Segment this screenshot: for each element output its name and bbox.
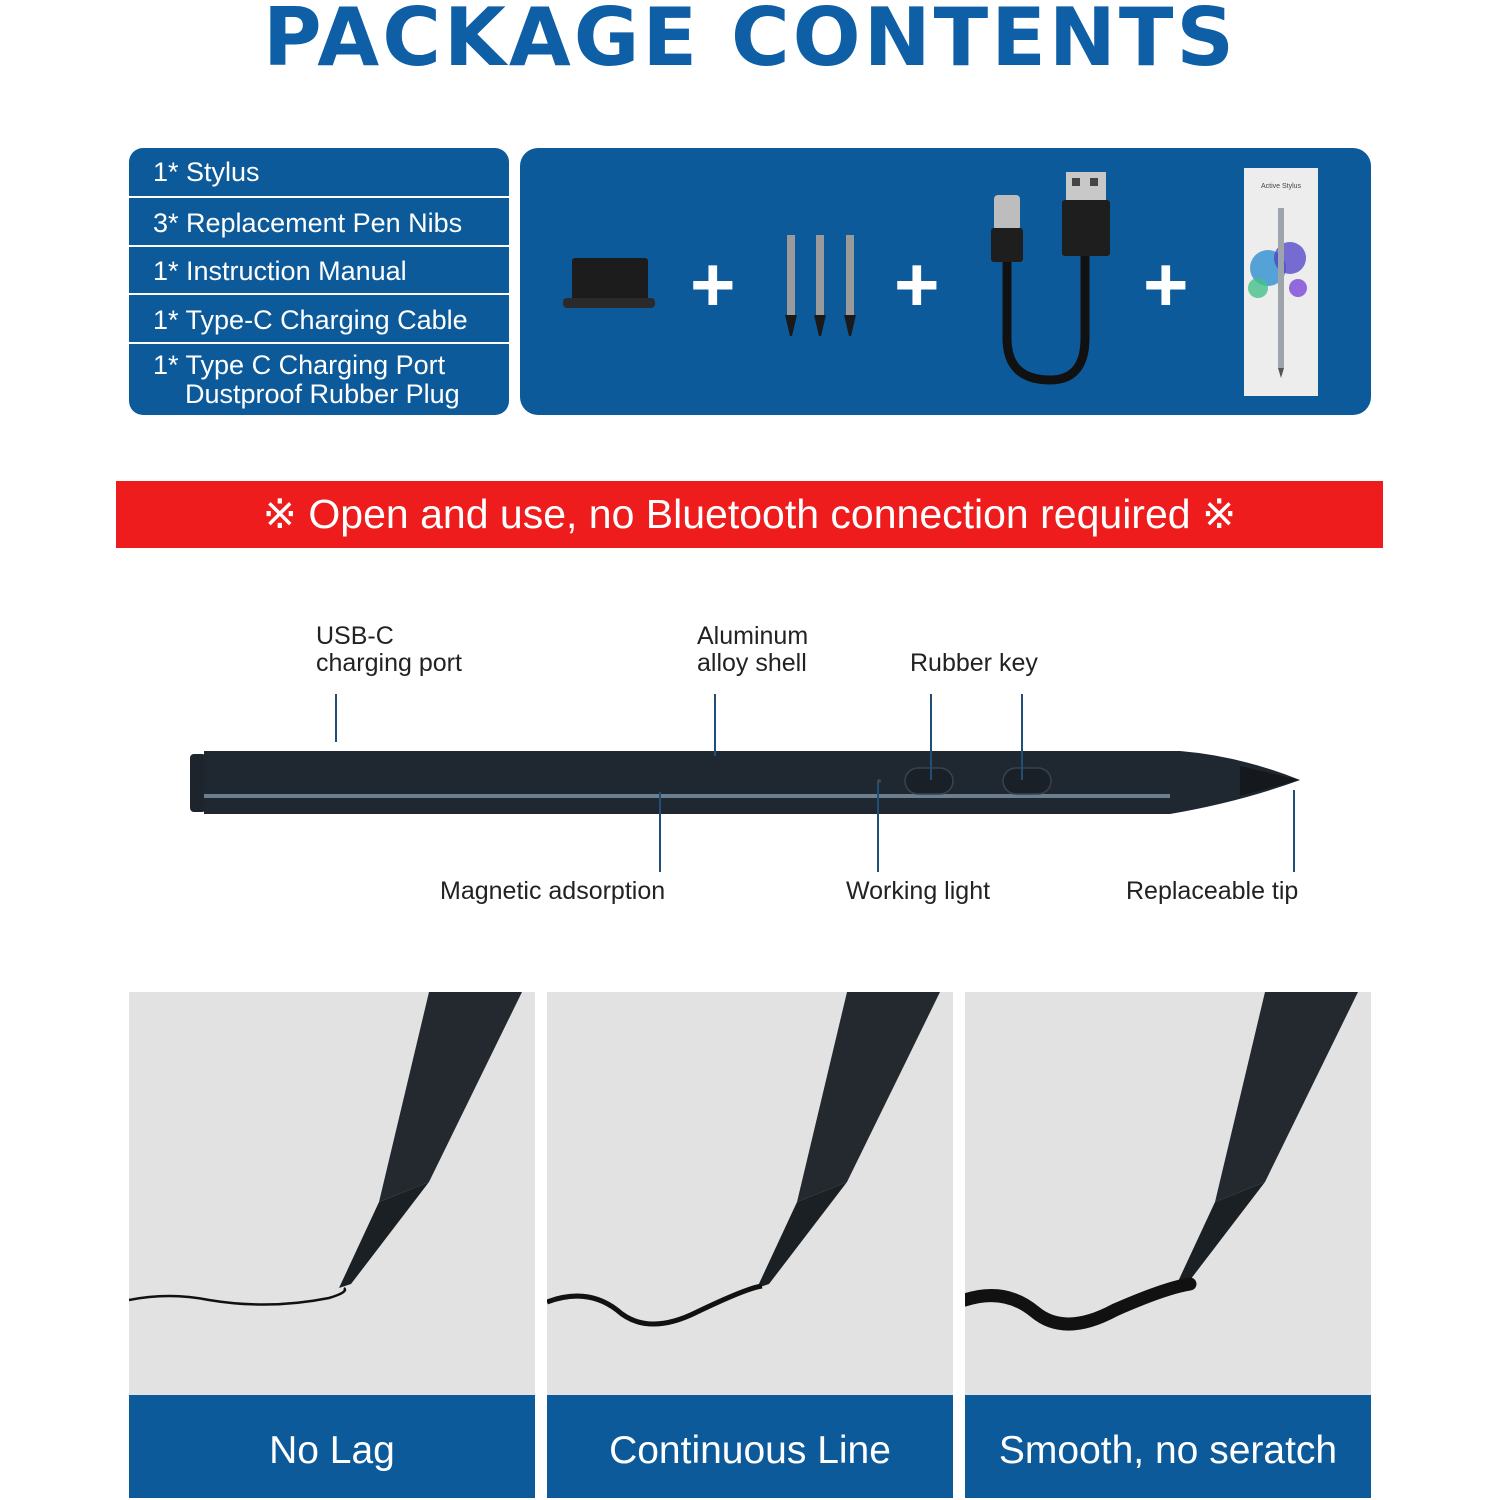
feature-card-no-lag: No Lag xyxy=(129,992,535,1498)
callout-working-light: Working light xyxy=(846,877,991,905)
feature-caption: Smooth, no seratch xyxy=(965,1395,1371,1498)
plus-sign: + xyxy=(1143,240,1189,328)
stylus-body xyxy=(190,751,1300,814)
pen-nibs-icon xyxy=(785,235,856,336)
leader-line xyxy=(659,792,661,872)
callout-line1: USB-C xyxy=(316,622,394,650)
feature-caption: No Lag xyxy=(129,1395,535,1498)
items-illustration: Active Stylus xyxy=(563,168,1318,396)
page-title: PACKAGE CONTENTS xyxy=(262,0,1237,84)
leader-line xyxy=(1021,694,1023,780)
plus-sign: + xyxy=(690,240,736,328)
list-item: 1* Instruction Manual xyxy=(153,256,407,286)
leader-line xyxy=(714,694,716,756)
rubber-plug-icon xyxy=(563,258,655,308)
stylus-writing-illustration xyxy=(129,992,522,1306)
callout-line2: alloy shell xyxy=(697,649,807,677)
plus-sign: + xyxy=(894,240,940,328)
items-panel: Active Stylus + + + xyxy=(520,148,1371,415)
callout-usb-port: USB-C charging port xyxy=(316,623,462,677)
list-divider xyxy=(129,342,509,344)
callout-rubber-key: Rubber key xyxy=(910,649,1038,677)
callout-magnetic: Magnetic adsorption xyxy=(440,877,666,905)
list-item: 1* Stylus xyxy=(153,157,260,187)
list-divider xyxy=(129,196,509,198)
list-item: 3* Replacement Pen Nibs xyxy=(153,208,463,238)
list-item-line2: Dustproof Rubber Plug xyxy=(185,379,460,409)
leader-line xyxy=(335,694,337,742)
list-item: 1* Type C Charging Port Dustproof Rubber… xyxy=(129,351,509,409)
manual-box-icon: Active Stylus xyxy=(1244,168,1318,396)
stylus-writing-illustration xyxy=(547,992,940,1327)
callout-line2: charging port xyxy=(316,649,462,677)
stylus-writing-illustration xyxy=(965,992,1358,1331)
list-divider xyxy=(129,245,509,247)
leader-line xyxy=(1293,790,1295,872)
feature-card-continuous-line: Continuous Line xyxy=(547,992,953,1498)
list-item-line1: 1* Type C Charging Port xyxy=(153,350,446,380)
usb-cable-icon xyxy=(991,172,1110,385)
feature-caption: Continuous Line xyxy=(547,1395,953,1498)
callout-line1: Aluminum xyxy=(697,622,809,650)
notice-banner: ※ Open and use, no Bluetooth connection … xyxy=(116,481,1383,548)
manual-box-label: Active Stylus xyxy=(1261,183,1302,190)
leader-line xyxy=(930,694,932,780)
feature-card-smooth: Smooth, no seratch xyxy=(965,992,1371,1498)
list-item: 1* Type-C Charging Cable xyxy=(153,305,468,335)
callout-tip: Replaceable tip xyxy=(1126,877,1299,905)
list-divider xyxy=(129,293,509,295)
contents-list: 1* Stylus 3* Replacement Pen Nibs 1* Ins… xyxy=(129,148,509,415)
stylus-diagram xyxy=(190,751,1300,814)
callout-shell: Aluminum alloy shell xyxy=(697,623,808,677)
leader-line xyxy=(877,782,879,872)
